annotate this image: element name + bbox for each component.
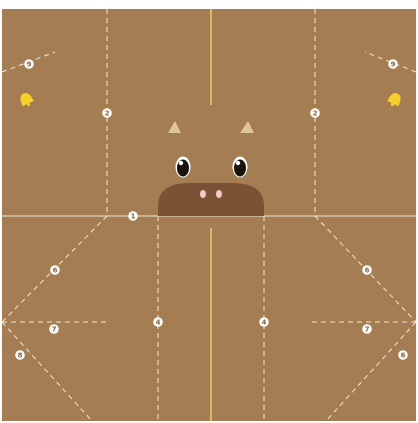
eye-icon bbox=[176, 157, 191, 178]
step-marker-4: 4 bbox=[259, 317, 269, 327]
svg-text:4: 4 bbox=[156, 319, 161, 327]
step-marker-1: 1 bbox=[128, 211, 138, 221]
step-marker-4: 4 bbox=[153, 317, 163, 327]
svg-text:6: 6 bbox=[401, 352, 406, 360]
svg-text:9: 9 bbox=[27, 61, 32, 69]
svg-text:6: 6 bbox=[365, 267, 370, 275]
svg-text:7: 7 bbox=[52, 326, 57, 334]
step-marker-2: 2 bbox=[102, 108, 112, 118]
svg-text:4: 4 bbox=[262, 319, 267, 327]
svg-text:2: 2 bbox=[105, 110, 110, 118]
step-marker-2: 2 bbox=[310, 108, 320, 118]
step-marker-9: 9 bbox=[24, 59, 34, 69]
svg-text:8: 8 bbox=[18, 352, 23, 360]
svg-text:2: 2 bbox=[313, 110, 318, 118]
svg-text:9: 9 bbox=[391, 61, 396, 69]
eye-icon bbox=[233, 157, 248, 178]
svg-text:1: 1 bbox=[131, 213, 136, 221]
nostril-icon bbox=[200, 190, 206, 198]
snout bbox=[158, 183, 264, 216]
nostril-icon bbox=[216, 190, 222, 198]
step-marker-7: 7 bbox=[362, 324, 372, 334]
step-marker-6: 6 bbox=[50, 265, 60, 275]
svg-text:7: 7 bbox=[365, 326, 370, 334]
step-marker-6: 6 bbox=[398, 350, 408, 360]
step-marker-6: 6 bbox=[362, 265, 372, 275]
svg-text:6: 6 bbox=[53, 267, 58, 275]
step-marker-9: 9 bbox=[388, 59, 398, 69]
step-marker-8: 8 bbox=[15, 350, 25, 360]
step-marker-7: 7 bbox=[49, 324, 59, 334]
